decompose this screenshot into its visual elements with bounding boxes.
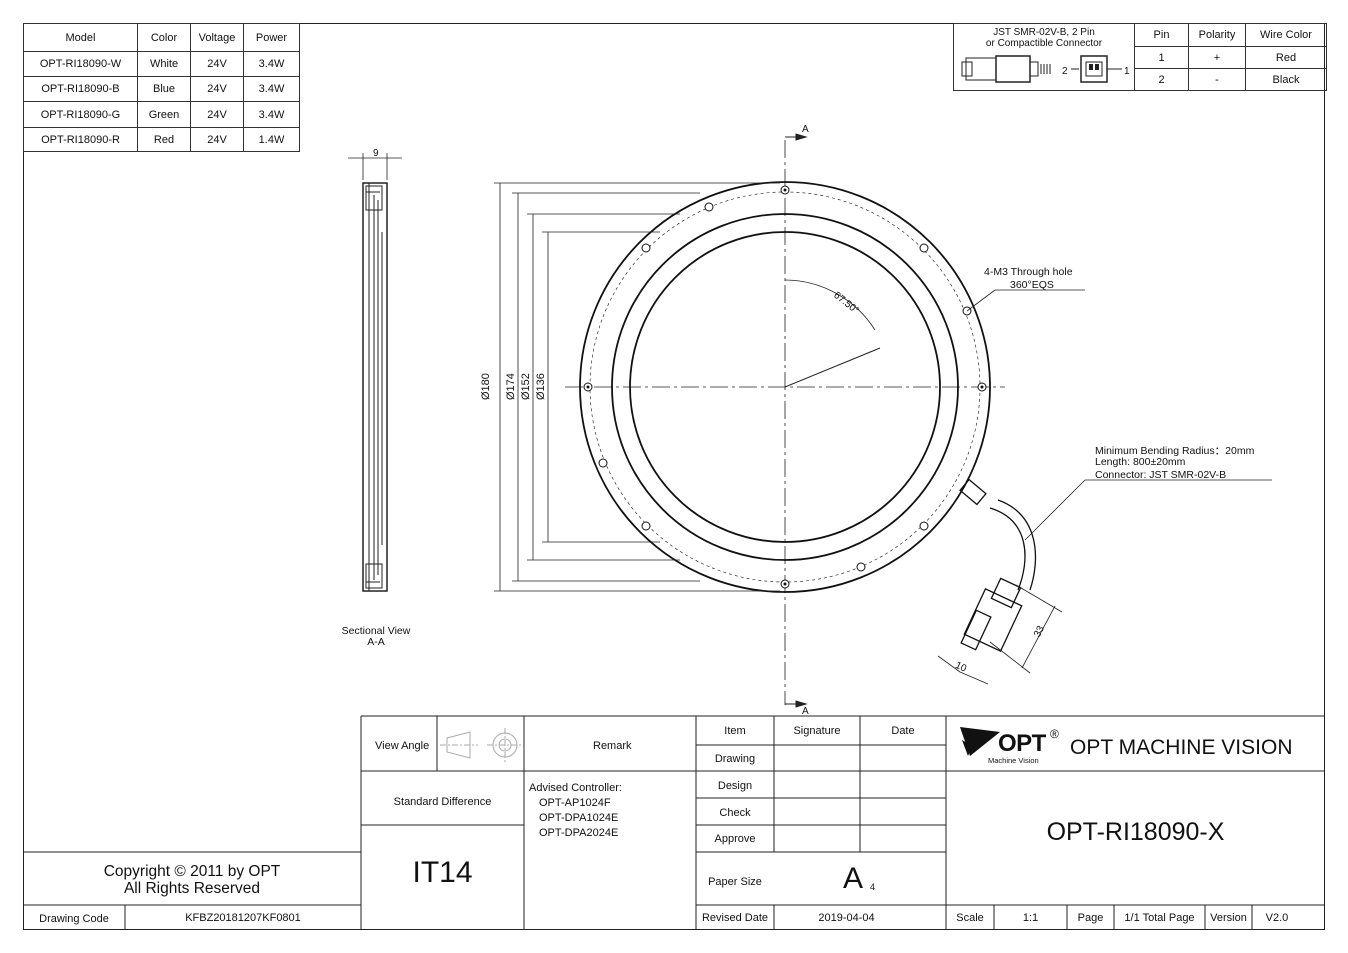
- pin-label-1: 1: [1124, 66, 1130, 77]
- sectional-view: [348, 153, 402, 592]
- scale-label: Scale: [956, 912, 984, 924]
- table-cell: Green: [137, 101, 191, 128]
- drawing-frame: [23, 23, 1325, 930]
- advised-controller-3: OPT-DPA2024E: [539, 827, 619, 839]
- date-label: Date: [891, 725, 915, 737]
- item-label: Item: [724, 725, 746, 737]
- mount-holes: [583, 185, 987, 589]
- table-cell: Black: [1245, 68, 1327, 91]
- connector-box: JST SMR-02V-B, 2 Pin or Compactible Conn…: [953, 23, 1135, 91]
- advised-controller-title: Advised Controller:: [529, 782, 622, 794]
- col-header: Polarity: [1188, 23, 1246, 47]
- part-number: OPT-RI18090-X: [1046, 818, 1225, 846]
- pin-label-2: 2: [1062, 66, 1068, 77]
- connector-title: JST SMR-02V-B, 2 Pin or Compactible Conn…: [954, 27, 1134, 49]
- copyright-line1: Copyright © 2011 by OPT: [103, 863, 281, 880]
- sectional-line2: A-A: [367, 636, 385, 648]
- table-cell: 1.4W: [243, 127, 300, 152]
- drawing-code-value: KFBZ20181207KF0801: [185, 912, 301, 924]
- page-label: Page: [1077, 912, 1104, 924]
- copyright-notice: Copyright © 2011 by OPT All Rights Reser…: [23, 863, 361, 897]
- cable: [959, 478, 1037, 652]
- section-marker-bottom: A: [802, 706, 809, 717]
- table-cell: 3.4W: [243, 51, 300, 77]
- projection-symbol-icon: [440, 728, 522, 762]
- paper-size-value: A: [843, 862, 864, 895]
- connector-icon: [961, 55, 1122, 83]
- company-name: OPT MACHINE VISION: [1070, 736, 1293, 759]
- table-cell: OPT-RI18090-B: [23, 76, 138, 102]
- tolerance-value: IT14: [412, 856, 473, 889]
- hole-note-line2: 360°EQS: [1010, 279, 1054, 291]
- table-cell: 24V: [190, 76, 244, 102]
- sectional-line1: Sectional View: [341, 625, 411, 637]
- table-cell: Red: [137, 127, 191, 152]
- check-label: Check: [719, 807, 751, 819]
- drawing-code-label: Drawing Code: [39, 913, 109, 925]
- paper-size-label: Paper Size: [708, 876, 762, 888]
- sectional-view-label: Sectional View A-A: [330, 626, 422, 648]
- hole-note-line1: 4-M3 Through hole: [984, 266, 1073, 278]
- paper-size-sub: 4: [870, 882, 876, 892]
- cable-note-line1: Minimum Bending Radius：20mm: [1095, 445, 1255, 457]
- table-cell: 24V: [190, 127, 244, 152]
- advised-controller-2: OPT-DPA1024E: [539, 812, 619, 824]
- copyright-line2: All Rights Reserved: [123, 880, 261, 897]
- connector-title-line1: JST SMR-02V-B, 2 Pin: [993, 27, 1095, 38]
- opt-logo-icon: [960, 727, 1000, 756]
- pin-table: Pin Polarity Wire Color 1 + Red 2 - Blac…: [1134, 23, 1327, 91]
- scale-value: 1:1: [1022, 912, 1039, 924]
- design-label: Design: [717, 780, 753, 792]
- revised-date-label: Revised Date: [701, 912, 769, 924]
- table-cell: OPT-RI18090-G: [23, 101, 138, 128]
- width-dimension: 9: [373, 148, 379, 159]
- revised-date-value: 2019-04-04: [818, 912, 875, 924]
- cable-note-line3: Connector: JST SMR-02V-B: [1095, 469, 1227, 481]
- advised-controller-1: OPT-AP1024F: [539, 797, 611, 809]
- version-label: Version: [1210, 912, 1247, 924]
- col-header: Color: [137, 23, 191, 52]
- cable-note-line2: Length: 800±20mm: [1095, 456, 1186, 468]
- table-cell: OPT-RI18090-R: [23, 127, 138, 152]
- drawing-label: Drawing: [714, 753, 756, 765]
- page-value: 1/1 Total Page: [1124, 912, 1195, 924]
- section-marker-top: A: [802, 124, 809, 135]
- remark-label: Remark: [593, 740, 632, 752]
- approve-label: Approve: [714, 833, 756, 845]
- view-angle-label: View Angle: [375, 740, 430, 752]
- standard-difference-label: Standard Difference: [393, 796, 492, 808]
- logo-registered: ®: [1050, 727, 1059, 741]
- version-value: V2.0: [1265, 912, 1289, 924]
- connector-title-line2: or Compactible Connector: [985, 38, 1103, 49]
- logo-subtitle: Machine Vision: [988, 756, 1039, 765]
- table-cell: 24V: [190, 101, 244, 128]
- signature-label: Signature: [793, 725, 841, 737]
- spec-table: Model Color Voltage Power OPT-RI18090-W …: [23, 23, 300, 152]
- table-cell: 2: [1134, 68, 1189, 91]
- logo-text: OPT: [998, 730, 1046, 757]
